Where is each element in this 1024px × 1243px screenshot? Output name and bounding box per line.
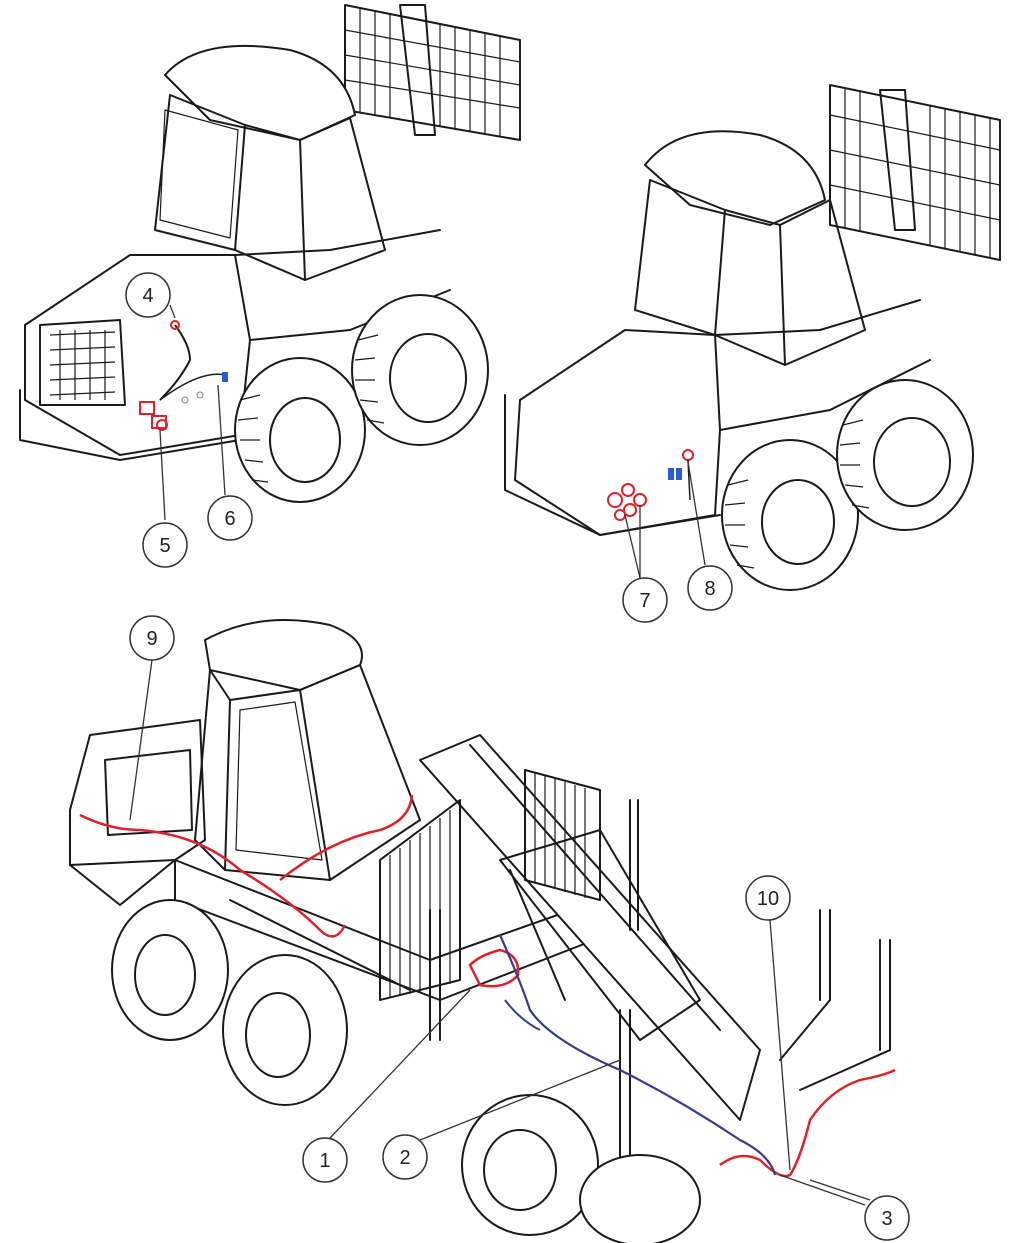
callout-5-label: 5 bbox=[159, 535, 170, 557]
cab-1 bbox=[154, 44, 386, 281]
callout-4: 4 bbox=[125, 272, 176, 319]
wheel-2a bbox=[721, 439, 859, 591]
machine-view-front-right: 7 8 bbox=[504, 84, 1001, 623]
wheel-3b bbox=[222, 954, 348, 1106]
callout-1-label: 1 bbox=[319, 1150, 330, 1172]
engine-box-3 bbox=[69, 719, 206, 906]
engine-hood-1 bbox=[19, 229, 451, 461]
callout-6-label: 6 bbox=[224, 508, 235, 530]
callout-5: 5 bbox=[142, 429, 188, 568]
bunk-grid-3 bbox=[379, 769, 601, 1001]
callout-2-label: 2 bbox=[399, 1147, 410, 1169]
wheel-1a bbox=[234, 357, 366, 503]
callout-2: 2 bbox=[382, 1059, 621, 1180]
crane-boom bbox=[419, 734, 761, 1121]
wheel-2b bbox=[836, 379, 974, 531]
wheel-3d bbox=[579, 1154, 701, 1243]
cab-3 bbox=[194, 619, 421, 881]
wheel-3c bbox=[461, 1094, 599, 1236]
callout-4-label: 4 bbox=[142, 285, 153, 307]
hose-blue-3 bbox=[498, 934, 777, 1176]
callout-10-label: 10 bbox=[757, 888, 779, 910]
callout-3: 3 bbox=[779, 1174, 910, 1241]
hose-red-3 bbox=[79, 794, 896, 1178]
bunk-grid-2 bbox=[829, 84, 1001, 261]
callout-9-label: 9 bbox=[146, 628, 157, 650]
callout-8-label: 8 bbox=[704, 578, 715, 600]
machine-view-front-left: 4 5 6 bbox=[19, 4, 521, 568]
callout-1: 1 bbox=[302, 989, 471, 1183]
callout-9: 9 bbox=[129, 615, 175, 821]
callout-7: 7 bbox=[622, 505, 668, 623]
callout-6: 6 bbox=[207, 384, 253, 541]
callout-8: 8 bbox=[687, 461, 733, 611]
wheel-1b bbox=[351, 294, 489, 446]
hose-group-1 bbox=[139, 320, 228, 431]
cab-2 bbox=[634, 130, 866, 366]
stakes bbox=[429, 799, 891, 1181]
wheel-3a bbox=[111, 899, 229, 1041]
bunk-grid-1 bbox=[344, 4, 521, 141]
engine-hood-2 bbox=[504, 299, 931, 536]
callout-7-label: 7 bbox=[639, 590, 650, 612]
callout-3-label: 3 bbox=[881, 1208, 892, 1230]
machine-view-rear: 9 1 2 10 3 bbox=[69, 615, 910, 1243]
callout-10: 10 bbox=[745, 875, 791, 1171]
